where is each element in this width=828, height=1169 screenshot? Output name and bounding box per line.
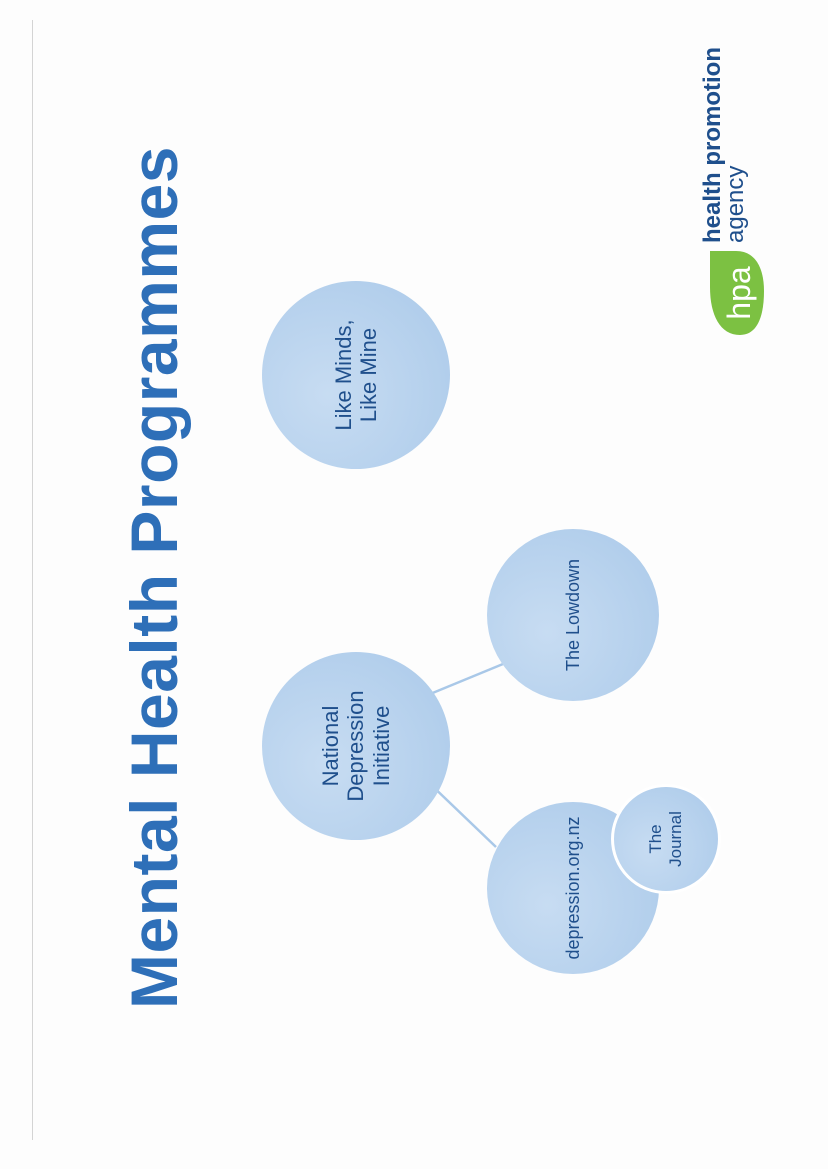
node-label-the-lowdown: The Lowdown	[562, 558, 583, 672]
node-label-the-journal: The Journal	[646, 811, 685, 867]
node-label-like-minds-like-mine: Like Minds, Like Mine	[330, 319, 381, 431]
node-like-minds-like-mine: Like Minds, Like Mine	[262, 281, 450, 469]
hpa-leaf-icon: hpa	[710, 251, 764, 335]
node-national-depression-initiative: National Depression Initiative	[262, 652, 450, 840]
hpa-logo: hpa health promotion agency	[699, 19, 780, 339]
node-label-national-depression-initiative: National Depression Initiative	[318, 690, 394, 802]
logo-line-agency: agency	[721, 165, 749, 243]
node-the-lowdown: The Lowdown	[487, 529, 659, 701]
logo-wordmark: health promotion agency	[699, 47, 749, 243]
page-margin-line	[32, 20, 33, 1140]
node-the-journal: The Journal	[611, 784, 721, 894]
node-label-depression-org-nz: depression.org.nz	[562, 816, 583, 960]
logo-mark-text: hpa	[721, 266, 757, 320]
